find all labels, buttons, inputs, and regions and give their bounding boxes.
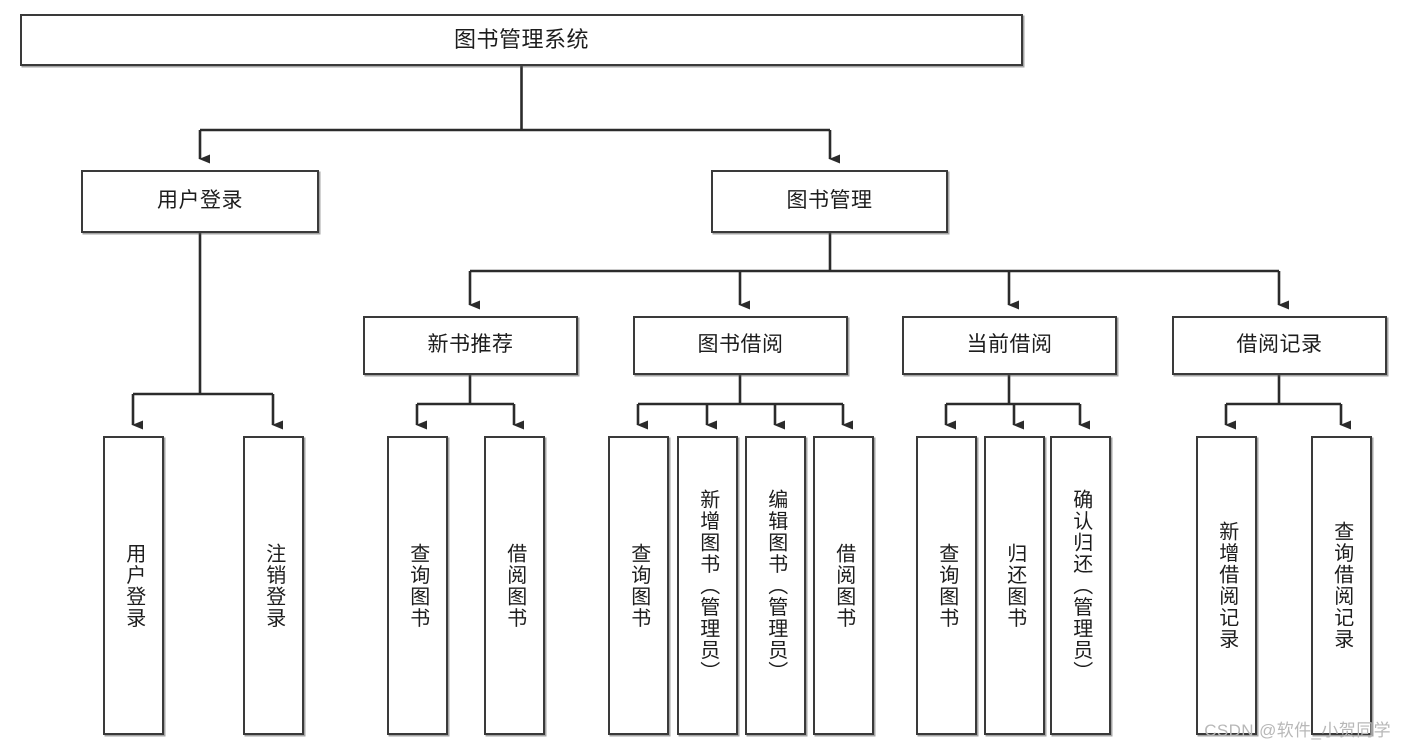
node-leaf-user-logout[interactable]: 注销登录 [243, 436, 304, 735]
node-label: 图书管理 [786, 189, 873, 213]
node-leaf-current-return-book[interactable]: 归还图书 [984, 436, 1045, 735]
node-label: 确认归还（管理员） [1069, 488, 1092, 683]
node-label: 借阅图书 [832, 542, 855, 629]
node-label: 新增图书（管理员） [696, 488, 719, 683]
node-leaf-recommend-borrow-book[interactable]: 借阅图书 [484, 436, 545, 735]
node-user-login[interactable]: 用户登录 [81, 170, 319, 233]
node-leaf-user-login[interactable]: 用户登录 [103, 436, 164, 735]
node-leaf-borrow-query-book[interactable]: 查询图书 [608, 436, 669, 735]
node-leaf-recommend-query-book[interactable]: 查询图书 [387, 436, 448, 735]
node-leaf-borrow-edit-book-admin[interactable]: 编辑图书（管理员） [745, 436, 806, 735]
node-label: 查询图书 [627, 542, 650, 629]
node-label: 新书推荐 [427, 333, 514, 357]
node-label: 图书管理系统 [453, 27, 589, 53]
node-label: 当前借阅 [966, 333, 1053, 357]
node-leaf-borrow-borrow-book[interactable]: 借阅图书 [813, 436, 874, 735]
node-borrow-record[interactable]: 借阅记录 [1172, 316, 1387, 375]
node-label: 归还图书 [1003, 542, 1026, 629]
node-label: 新增借阅记录 [1215, 521, 1238, 650]
node-label: 查询图书 [406, 542, 429, 629]
node-label: 图书借阅 [697, 333, 784, 357]
node-label: 查询借阅记录 [1330, 521, 1353, 650]
node-label: 用户登录 [122, 542, 145, 629]
node-book-manage[interactable]: 图书管理 [711, 170, 948, 233]
node-label: 借阅图书 [503, 542, 526, 629]
node-leaf-borrow-add-book-admin[interactable]: 新增图书（管理员） [677, 436, 738, 735]
node-label: 编辑图书（管理员） [764, 488, 787, 683]
node-label: 查询图书 [935, 542, 958, 629]
node-current-borrow[interactable]: 当前借阅 [902, 316, 1117, 375]
node-label: 用户登录 [157, 189, 243, 213]
node-leaf-current-query-book[interactable]: 查询图书 [916, 436, 977, 735]
node-root-system[interactable]: 图书管理系统 [20, 14, 1023, 66]
node-book-borrow[interactable]: 图书借阅 [633, 316, 848, 375]
node-label: 注销登录 [262, 542, 285, 629]
node-leaf-record-add[interactable]: 新增借阅记录 [1196, 436, 1257, 735]
node-leaf-current-confirm-return-admin[interactable]: 确认归还（管理员） [1050, 436, 1111, 735]
node-leaf-record-query[interactable]: 查询借阅记录 [1311, 436, 1372, 735]
node-new-book-recommend[interactable]: 新书推荐 [363, 316, 578, 375]
node-label: 借阅记录 [1236, 333, 1323, 357]
